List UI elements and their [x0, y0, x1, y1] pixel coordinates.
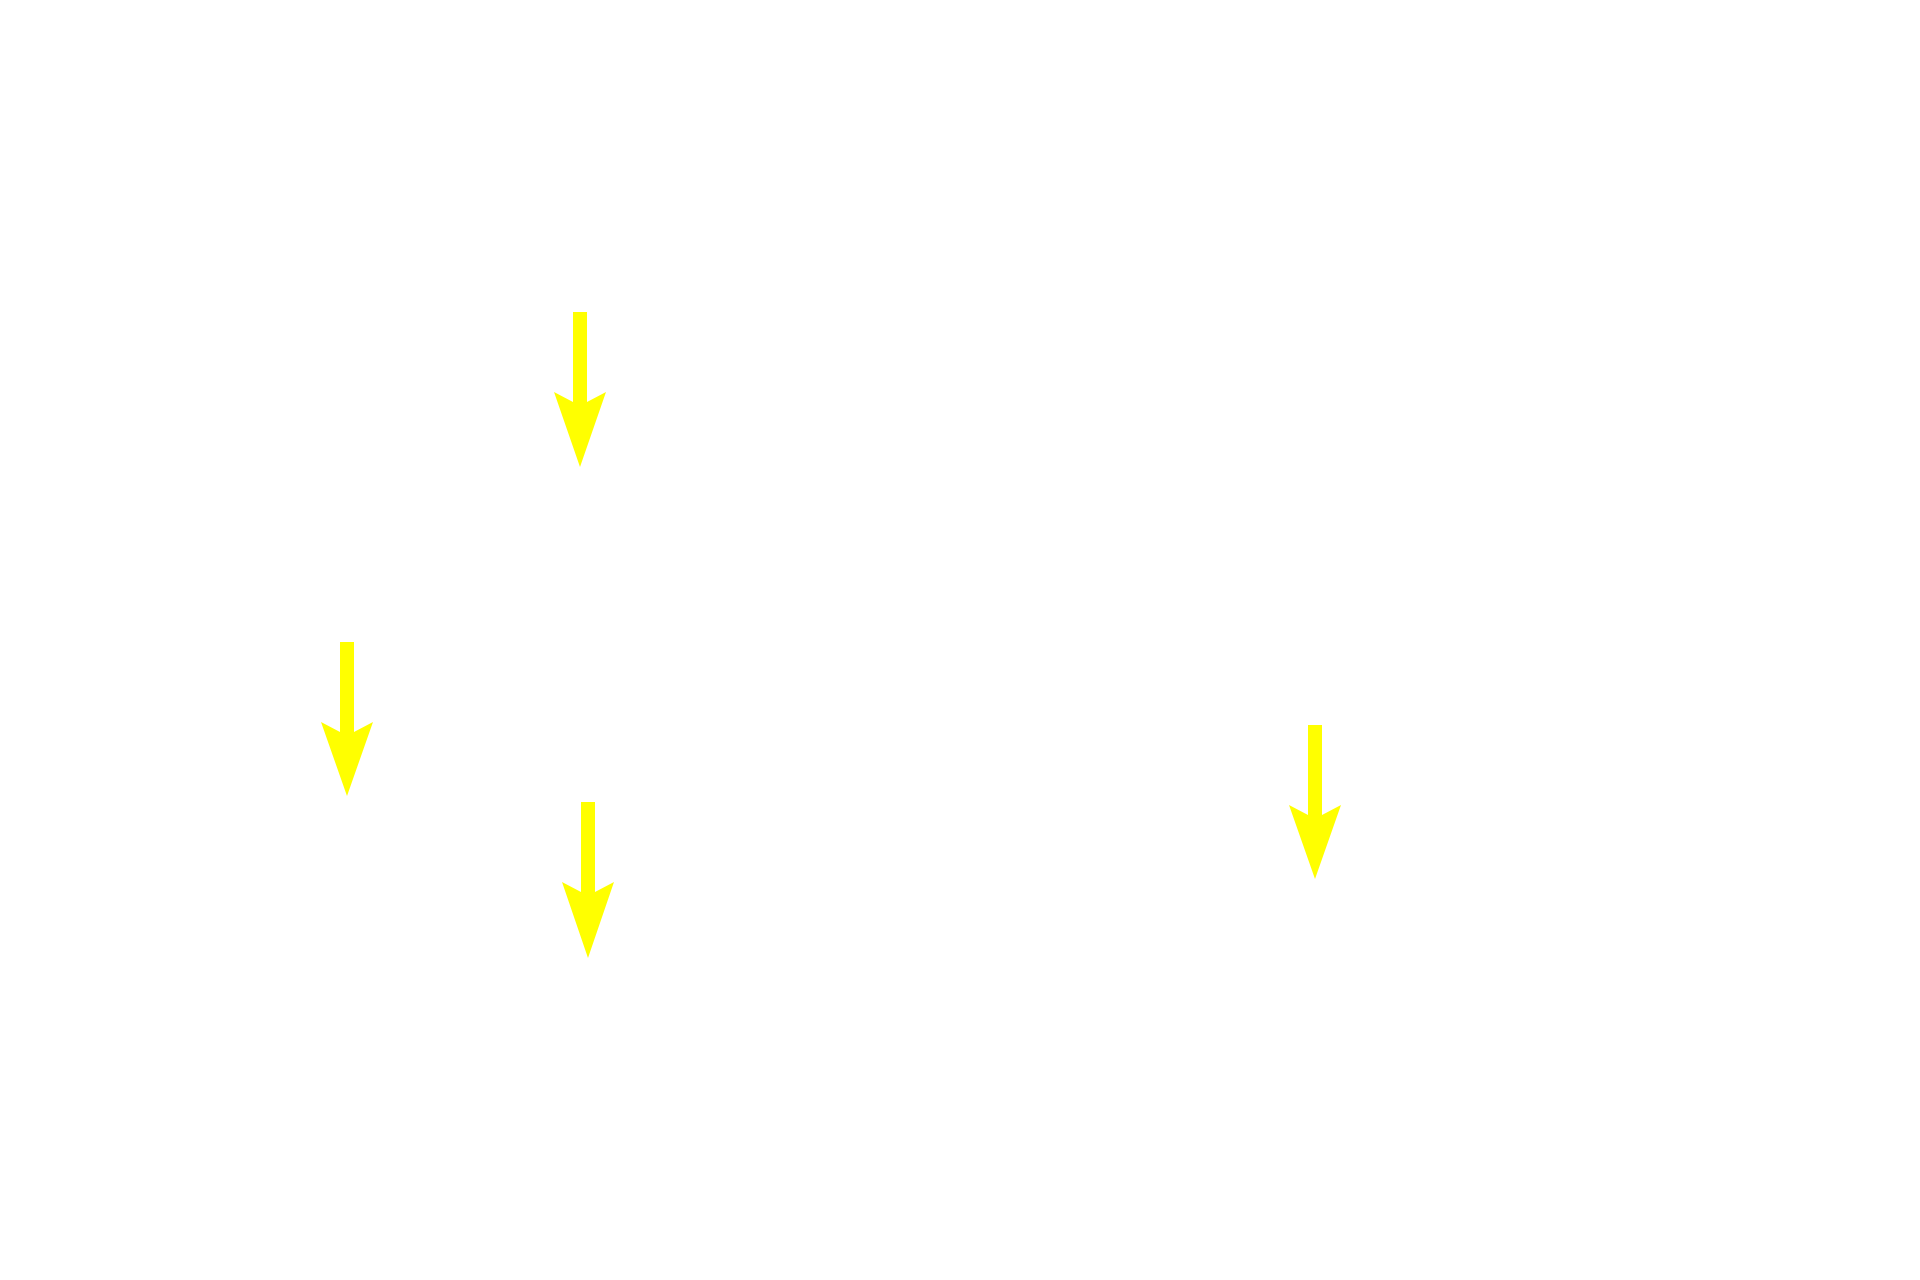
- arrow-down-icon: [321, 642, 373, 796]
- arrow-down-icon: [1289, 725, 1341, 879]
- arrow-down-icon: [562, 802, 614, 958]
- arrow-down-icon: [554, 312, 606, 467]
